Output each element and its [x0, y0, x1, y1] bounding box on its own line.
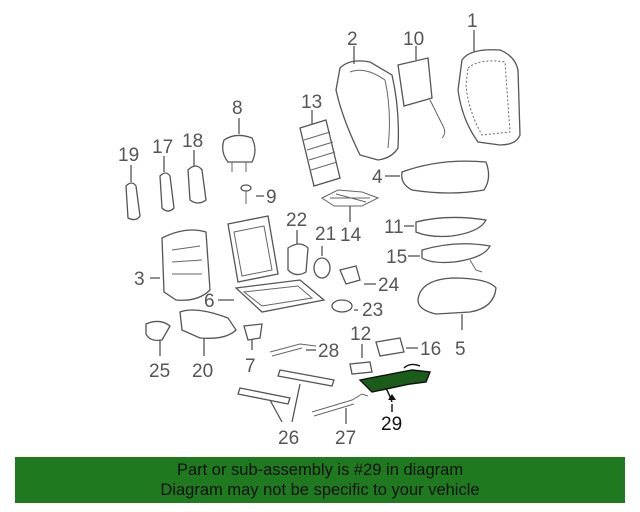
leader-26b: [291, 383, 301, 423]
part-5-cushion-cover: [417, 277, 497, 315]
leader-26a: [269, 399, 283, 423]
callout-16: 16: [420, 339, 441, 360]
part-20-side-shield: [179, 309, 237, 339]
part-29-seat-harness-highlighted: [358, 363, 431, 403]
info-banner: Part or sub-assembly is #29 in diagram D…: [15, 457, 625, 503]
callout-27: 27: [335, 428, 356, 449]
callout-4: 4: [372, 167, 383, 188]
part-11-heater-pad: [415, 216, 487, 238]
part-17-trim: [159, 172, 175, 212]
callout-28: 28: [318, 341, 339, 362]
part-4-cushion-pad: [401, 160, 490, 194]
part-27-wire-harness: [311, 393, 369, 417]
leader-29-arrowhead: [388, 394, 396, 400]
part-8-headrest: [222, 134, 256, 172]
part-2-seatback-pad: [335, 60, 400, 161]
part-1-seatback-cover: [457, 49, 521, 146]
part-15-cushion-pad: [421, 243, 491, 273]
banner-line-1: Part or sub-assembly is #29 in diagram: [176, 461, 464, 479]
part-28-cable: [269, 343, 317, 357]
part-9-bolt: [240, 184, 252, 204]
part-23-bezel: [331, 299, 353, 313]
callout-5: 5: [455, 339, 466, 360]
callout-11: 11: [384, 217, 404, 238]
part-16-control-module: [375, 337, 405, 357]
part-25-knob: [145, 320, 171, 342]
part-7-bracket: [243, 323, 263, 341]
part-10-back-panel: [397, 57, 446, 139]
callout-10: 10: [403, 29, 424, 50]
callout-24: 24: [378, 275, 400, 296]
callout-13: 13: [301, 92, 322, 113]
part-12-module: [349, 361, 373, 375]
part-21-recliner-handle: [313, 257, 331, 279]
part-13-lumbar-support: [299, 119, 341, 187]
callout-19: 19: [118, 145, 139, 166]
callout-22: 22: [286, 210, 307, 231]
callout-2: 2: [347, 29, 358, 50]
callout-25: 25: [149, 361, 170, 382]
part-14-spring-mat: [321, 189, 380, 207]
callout-3: 3: [134, 269, 145, 290]
part-19-trim: [125, 182, 141, 221]
callout-21: 21: [315, 224, 336, 245]
callout-6: 6: [204, 291, 215, 312]
callout-7: 7: [245, 356, 256, 377]
part-22-recliner-cover: [287, 243, 309, 276]
callout-29: 29: [381, 414, 402, 435]
part-24-switch: [339, 265, 361, 285]
callout-20: 20: [192, 361, 213, 382]
callout-15: 15: [386, 247, 407, 268]
callout-23: 23: [362, 300, 383, 321]
callout-18: 18: [182, 131, 203, 152]
part-26-seat-tracks: [237, 369, 335, 405]
callout-17: 17: [152, 137, 173, 158]
part-3-back-trim-panel: [161, 229, 211, 301]
callout-26: 26: [278, 428, 299, 449]
callout-9: 9: [266, 187, 277, 208]
callout-14: 14: [340, 225, 362, 246]
part-6-seat-frame: [227, 215, 326, 313]
callout-8: 8: [232, 98, 243, 119]
part-18-trim: [187, 165, 207, 204]
callout-12: 12: [350, 324, 371, 345]
banner-line-2: Diagram may not be specific to your vehi…: [160, 481, 480, 499]
callout-1: 1: [467, 11, 478, 32]
seat-parts-diagram: 1 2 10 8 13 19 17 18: [118, 11, 521, 449]
